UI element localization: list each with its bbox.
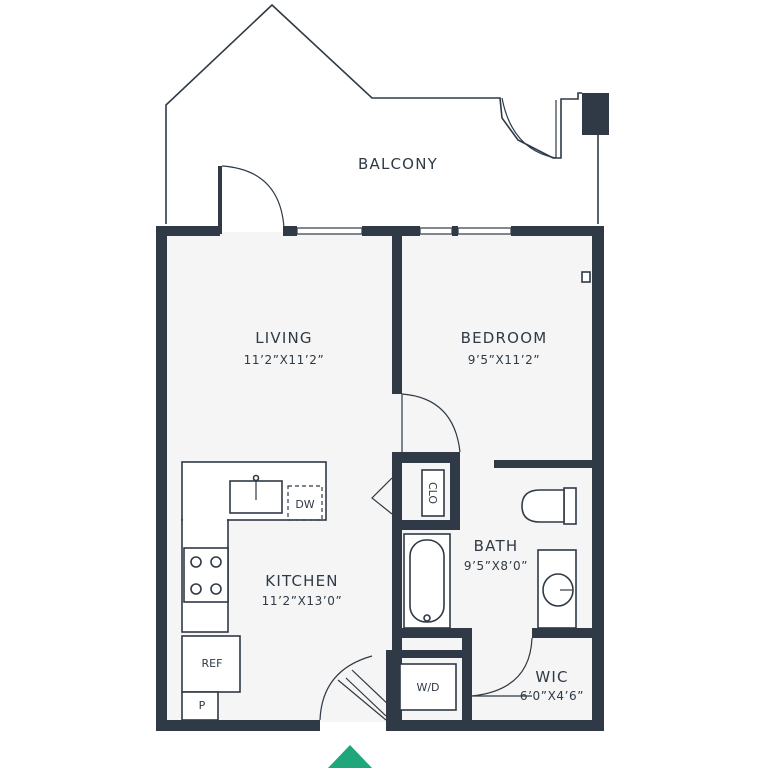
pantry <box>181 691 219 721</box>
kitchen-dims: 11’2”X13’0” <box>262 594 343 608</box>
burner-3-icon <box>190 583 202 595</box>
closet-door <box>371 477 393 515</box>
bath-wall-top <box>494 460 592 468</box>
closet-wall-top <box>392 452 460 463</box>
wall-living-bedroom <box>392 226 402 394</box>
living-door-swing <box>221 165 285 229</box>
bedroom-outlet <box>581 271 591 283</box>
wic-door-swing <box>471 637 533 697</box>
bedroom-door-swing <box>401 393 461 453</box>
toilet-bowl-icon <box>521 489 565 523</box>
bath-wall-tub <box>392 628 472 638</box>
closet-wall-bottom <box>392 520 460 530</box>
balcony-label: BALCONY <box>358 155 438 173</box>
wd-wall-top <box>386 650 464 658</box>
closet-wall-right <box>450 452 460 530</box>
window-bedroom-a <box>419 227 453 235</box>
kitchen-label: KITCHEN <box>265 572 338 590</box>
wd-wall-left <box>386 650 394 722</box>
wd-door <box>345 669 393 717</box>
bedroom-dims: 9’5”X11’2” <box>468 353 540 367</box>
wall-right <box>592 226 604 731</box>
kitchen-counter-cover <box>183 519 227 522</box>
balcony-outline <box>165 3 582 224</box>
balcony-door-swing <box>501 97 557 159</box>
burner-1-icon <box>190 556 202 568</box>
closet-wall-left <box>392 452 402 530</box>
burner-2-icon <box>210 556 222 568</box>
wic-label: WIC <box>535 668 568 686</box>
bath-dims: 9’5”X8’0” <box>464 559 528 573</box>
window-bedroom-b <box>457 227 512 235</box>
living-dims: 11’2”X11’2” <box>244 353 325 367</box>
bathtub-drain <box>423 614 431 622</box>
wall-top-right <box>511 226 604 236</box>
bath-wall-left <box>392 530 402 720</box>
bath-label: BATH <box>474 537 519 555</box>
closet-box <box>421 469 445 517</box>
bedroom-label: BEDROOM <box>461 329 548 347</box>
window-living <box>296 227 363 235</box>
refrigerator-label: REF <box>202 657 223 670</box>
sink-icon <box>542 573 574 607</box>
sink-faucet-knob <box>252 474 260 482</box>
wall-left <box>156 226 167 731</box>
dishwasher-label: DW <box>295 498 314 511</box>
wall-top-left <box>156 226 220 236</box>
closet-label: CLO <box>426 482 439 504</box>
dishwasher-box <box>287 485 323 521</box>
washer-dryer-label: W/D <box>416 681 439 694</box>
wall-bottom-right <box>386 720 604 731</box>
entry-arrow-icon <box>328 745 372 768</box>
toilet-tank <box>563 487 577 525</box>
washer-dryer <box>399 663 457 711</box>
living-label: LIVING <box>255 329 313 347</box>
wall-top-mid-c <box>452 226 458 236</box>
burner-4-icon <box>210 583 222 595</box>
range <box>183 547 229 603</box>
wic-wall-top <box>532 628 596 638</box>
bathtub-basin <box>409 539 445 623</box>
wic-dims: 6’0”X4’6” <box>520 689 584 703</box>
wall-bottom-left <box>156 720 320 731</box>
door-jamb-living <box>218 166 222 234</box>
wall-top-mid-b <box>362 226 420 236</box>
entry-door-swing <box>319 655 373 721</box>
balcony-column <box>582 93 609 135</box>
pantry-label: P <box>199 699 206 712</box>
wic-wall-left <box>462 628 472 722</box>
entry-door-leaf <box>337 679 387 721</box>
wall-top-mid-a <box>283 226 297 236</box>
